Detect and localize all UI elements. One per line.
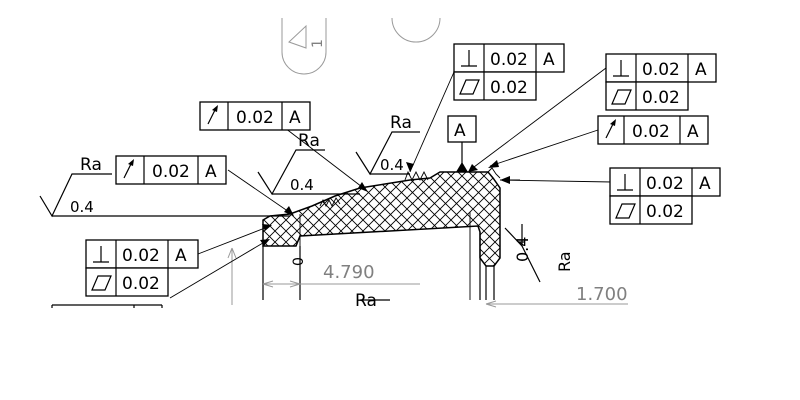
roughness-value: 0.4 xyxy=(380,156,404,174)
dimension-value: 1.700 xyxy=(576,284,628,305)
fcf-datum: A xyxy=(289,108,301,128)
perpendicularity-icon xyxy=(613,60,629,77)
roughness-label: Ra xyxy=(298,131,320,151)
fcf-datum: A xyxy=(699,174,711,194)
roughness-value: 0.4 xyxy=(290,176,314,194)
flatness-icon xyxy=(91,275,112,291)
fcf-tolerance: 0.02 xyxy=(236,108,274,128)
roughness-label: Ra xyxy=(355,291,377,311)
perpendicularity-icon xyxy=(617,174,633,191)
roughness-symbol-1: Ra 0.4 xyxy=(39,155,290,218)
svg-text:1: 1 xyxy=(310,39,326,48)
fcf-tolerance: 0.02 xyxy=(632,122,670,142)
perpendicularity-icon xyxy=(461,50,477,67)
roughness-label: Ra xyxy=(555,251,574,272)
datum-feature-a: A xyxy=(447,115,477,172)
roughness-symbol-4: Ra xyxy=(355,291,390,311)
fcf-datum: A xyxy=(687,122,699,142)
feature-control-frame-7: 0.02 A 0.02 xyxy=(85,239,199,297)
datum-label: A xyxy=(454,121,466,141)
runout-arrow-icon xyxy=(123,159,134,179)
fcf-datum: A xyxy=(205,162,217,182)
leader-lines xyxy=(169,67,613,299)
fcf-tolerance-2: 0.02 xyxy=(646,202,684,222)
dimension-value: 4.790 xyxy=(323,262,375,283)
fcf-tolerance: 0.02 xyxy=(152,162,190,182)
perpendicularity-icon xyxy=(93,246,109,263)
fcf-tolerance-2: 0.02 xyxy=(642,88,680,108)
fcf-tolerance: 0.02 xyxy=(646,174,684,194)
fcf-tolerance: 0.02 xyxy=(122,246,160,266)
top-view-fragment: 1 xyxy=(281,17,441,75)
roughness-label: Ra xyxy=(80,155,102,175)
flatness-icon xyxy=(459,79,480,95)
roughness-symbol-right: 0.4 Ra xyxy=(504,224,574,283)
flatness-icon xyxy=(615,203,636,219)
roughness-value: 0.4 xyxy=(513,237,532,262)
fcf-datum: A xyxy=(543,50,555,70)
blank-area xyxy=(0,308,800,400)
roughness-symbol-2: Ra 0.4 xyxy=(257,131,360,196)
fcf-tolerance: 0.02 xyxy=(490,50,528,70)
dimension-1700: 1.700 xyxy=(485,284,628,308)
roughness-symbol-3: Ra 0.4 xyxy=(355,113,420,176)
runout-arrow-icon xyxy=(605,119,616,139)
runout-arrow-icon xyxy=(207,105,218,125)
dimension-zero: 0 xyxy=(291,257,307,266)
feature-control-frame-6: 0.02 A 0.02 xyxy=(609,167,721,225)
feature-control-frame-1: 0.02 A 0.02 xyxy=(453,43,565,101)
fcf-tolerance: 0.02 xyxy=(642,60,680,80)
fcf-tolerance-2: 0.02 xyxy=(490,78,528,98)
feature-control-frame-2: 0.02 A 0.02 xyxy=(605,53,717,111)
fcf-tolerance-2: 0.02 xyxy=(122,274,160,294)
fcf-datum: A xyxy=(175,246,187,266)
dimension-4790: 4.790 xyxy=(227,247,420,305)
flatness-icon xyxy=(611,89,632,105)
fcf-datum: A xyxy=(695,60,707,80)
feature-control-frame-5: 0.02 A xyxy=(115,155,227,185)
partial-frame-cut xyxy=(51,304,163,310)
roughness-value: 0.4 xyxy=(70,198,94,216)
feature-control-frame-3: 0.02 A xyxy=(597,115,709,145)
roughness-label: Ra xyxy=(390,113,412,133)
feature-control-frame-4: 0.02 A xyxy=(199,101,311,131)
